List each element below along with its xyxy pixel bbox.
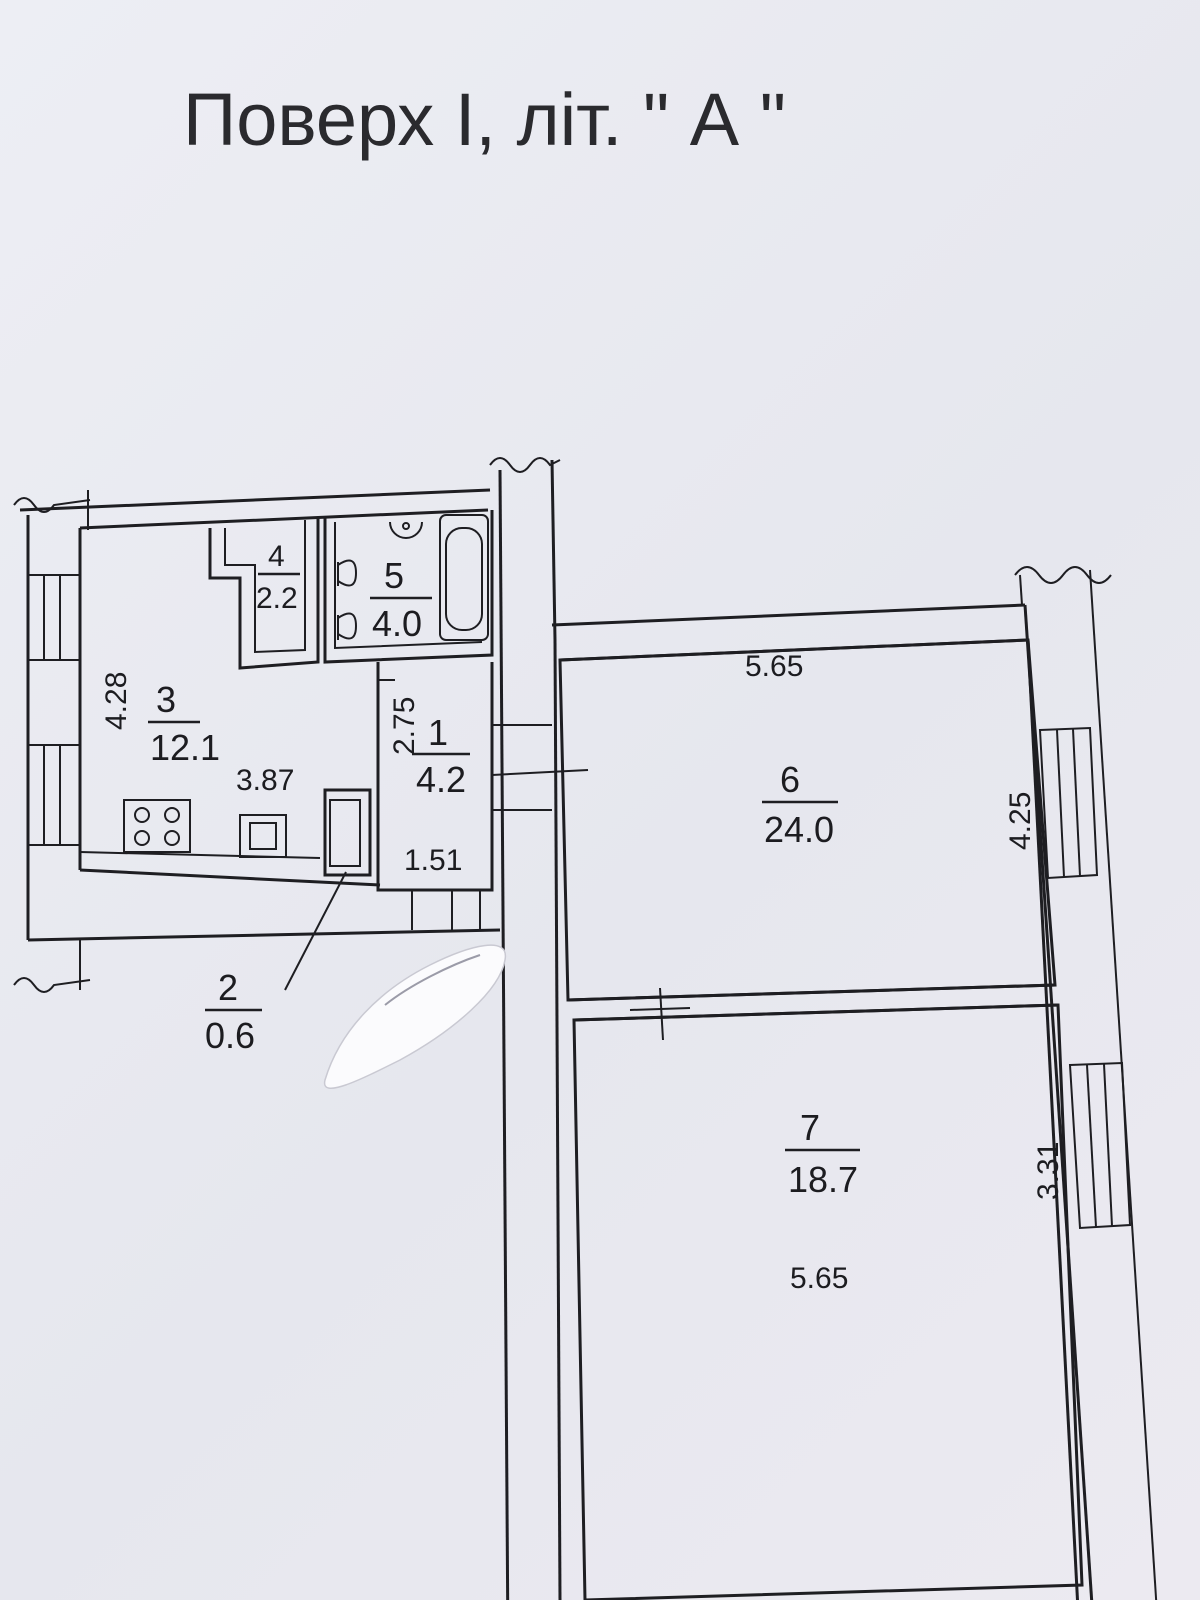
sink-icon xyxy=(389,521,423,539)
left-block-walls xyxy=(13,488,501,993)
redaction-mark xyxy=(323,944,507,1089)
dim-room7-height: 3.31 xyxy=(1032,1142,1065,1200)
plan-title: Поверх І, літ. " А " xyxy=(183,78,786,161)
room-6-number: 6 xyxy=(780,759,800,800)
room-6-label: 6 24.0 xyxy=(762,759,838,850)
room-3-number: 3 xyxy=(156,679,176,720)
central-wall xyxy=(489,457,589,1600)
room-5-number: 5 xyxy=(384,555,404,596)
room-4-label: 4 2.2 xyxy=(256,540,300,615)
dim-room3-width: 3.87 xyxy=(236,764,294,797)
room-2-number: 2 xyxy=(218,967,238,1008)
room-2-area: 0.6 xyxy=(205,1015,255,1056)
room-1-area: 4.2 xyxy=(416,759,466,800)
room-2-label: 2 0.6 xyxy=(205,967,262,1056)
room-4-area: 2.2 xyxy=(256,582,298,615)
room-3-label: 3 12.1 xyxy=(148,679,220,768)
room-4-number: 4 xyxy=(268,540,285,573)
dim-room6-height: 4.25 xyxy=(1004,792,1037,850)
dim-room3-height: 4.28 xyxy=(100,672,133,730)
stove-icon xyxy=(123,799,191,853)
window-left-lower xyxy=(27,744,81,846)
room-7-number: 7 xyxy=(800,1107,820,1148)
window-right-upper xyxy=(1038,726,1099,880)
room-5-label: 5 4.0 xyxy=(370,555,432,644)
dim-room1-height: 2.75 xyxy=(388,697,421,755)
window-right-lower xyxy=(1068,1061,1132,1230)
room-7-area: 18.7 xyxy=(788,1159,858,1200)
dim-room7-width: 5.65 xyxy=(790,1262,848,1295)
room-7-label: 7 18.7 xyxy=(785,1107,860,1200)
toilet-icon xyxy=(337,559,358,640)
room-3-area: 12.1 xyxy=(150,727,220,768)
dim-room6-width: 5.65 xyxy=(745,650,803,683)
right-block-walls xyxy=(551,566,1158,1600)
bathtub-icon xyxy=(439,514,489,641)
room-5-area: 4.0 xyxy=(372,603,422,644)
kitchen-sink-icon xyxy=(239,814,287,858)
room-6-area: 24.0 xyxy=(764,809,834,850)
window-left-upper xyxy=(27,574,81,661)
room-1-number: 1 xyxy=(428,712,448,753)
dim-room1-width: 1.51 xyxy=(404,844,462,877)
room-1-label: 1 4.2 xyxy=(412,712,470,800)
